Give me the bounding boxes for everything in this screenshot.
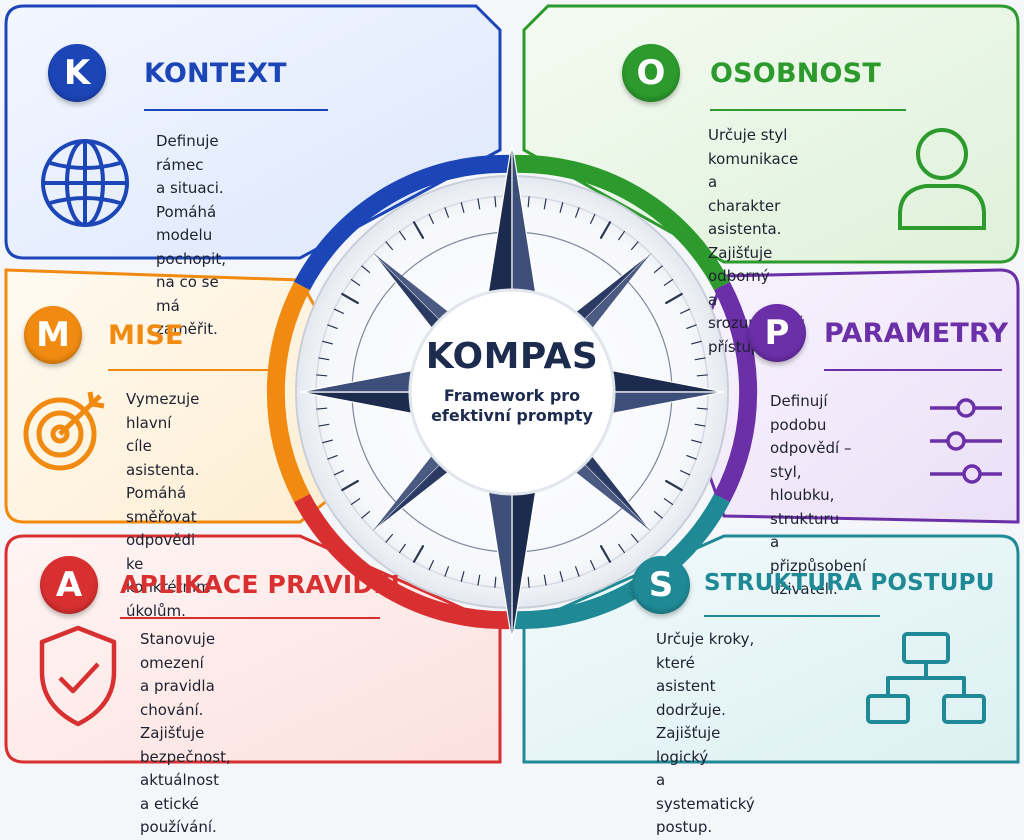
- dial-tick: [590, 213, 596, 225]
- dial-tick: [318, 423, 330, 427]
- dial-tick: [460, 202, 465, 213]
- text-mise: Vymezuje hlavní cíle asistenta. Pomáhá s…: [126, 390, 211, 620]
- globe-icon: [41, 139, 129, 227]
- dial-tick: [575, 207, 580, 218]
- panel-aplikace-bg: [4, 534, 502, 764]
- dial-tick: [460, 571, 465, 582]
- person-icon: [898, 128, 986, 230]
- dial-tick: [559, 202, 564, 213]
- dial-tick: [412, 221, 425, 239]
- badge-p: P: [748, 304, 806, 362]
- dial-tick: [428, 559, 434, 571]
- dial-tick: [679, 470, 691, 476]
- dial-tick: [477, 198, 481, 210]
- dial-tick: [527, 576, 530, 588]
- dial-tick: [494, 576, 497, 588]
- dial-tick: [653, 265, 663, 274]
- dial-tick: [694, 423, 706, 427]
- dial-tick: [316, 407, 328, 410]
- dial-tick: [341, 479, 359, 492]
- dial-tick: [327, 324, 338, 329]
- text-parametry: Definují podobu odpovědí – styl, hloubku…: [770, 392, 867, 598]
- title-struktura: STRUKTURA POSTUPU: [704, 570, 995, 596]
- dial-tick: [694, 357, 706, 361]
- dial-tick: [653, 510, 663, 519]
- dial-tick: [398, 543, 406, 554]
- dial-tick: [494, 196, 497, 208]
- dial-tick: [350, 498, 361, 506]
- text-aplikace: Stanovuje omezení a pravidla chování. Za…: [140, 630, 231, 836]
- dial-tick: [543, 198, 547, 210]
- badge-k: K: [48, 44, 106, 102]
- dial-tick: [543, 574, 547, 586]
- dial-tick: [316, 374, 328, 377]
- center-title: KOMPAS: [425, 336, 599, 377]
- dial-tick: [341, 292, 359, 305]
- dial-tick: [322, 439, 333, 444]
- text-struktura: Určuje kroky, které asistent dodržuje. Z…: [656, 630, 755, 836]
- badge-m: M: [24, 306, 82, 364]
- dial-tick: [477, 574, 481, 586]
- dial-tick: [618, 543, 626, 554]
- dial-tick: [361, 510, 371, 519]
- dial-tick: [599, 221, 612, 239]
- dial-tick: [322, 340, 333, 345]
- dial-tick: [590, 559, 596, 571]
- dial-tick: [691, 439, 702, 444]
- title-mise: MISE: [108, 320, 184, 351]
- dial-tick: [333, 308, 345, 314]
- dial-tick: [318, 357, 330, 361]
- dial-tick: [618, 230, 626, 241]
- compass-rose-icon: [299, 141, 725, 643]
- text-kontext: Definuje rámec a situaci. Pomáhá modelu …: [156, 132, 226, 338]
- dial-tick: [679, 308, 691, 314]
- dial-tick: [398, 230, 406, 241]
- dial-tick: [333, 470, 345, 476]
- sliders-icon: [930, 398, 1002, 484]
- dial-tick: [663, 278, 674, 286]
- dial-tick: [444, 566, 449, 577]
- dial-tick: [350, 278, 361, 286]
- dial-tick: [575, 566, 580, 577]
- dial-tick: [696, 374, 708, 377]
- divider-aplikace: [120, 617, 380, 619]
- divider-mise: [108, 369, 284, 371]
- dial-tick: [527, 196, 530, 208]
- title-kontext: KONTEXT: [144, 58, 287, 89]
- dial-tick: [663, 498, 674, 506]
- title-aplikace: APLIKACE PRAVIDEL: [120, 570, 407, 599]
- divider-osobnost: [710, 109, 906, 111]
- dial-tick: [686, 324, 697, 329]
- shield-check-icon: [39, 625, 117, 727]
- divider-parametry: [824, 369, 1002, 371]
- dial-tick: [630, 533, 639, 543]
- divider-kontext: [144, 109, 328, 111]
- divider-struktura: [704, 615, 880, 617]
- center-subtitle: Framework pro efektivní prompty: [431, 386, 593, 425]
- badge-a: A: [40, 556, 98, 614]
- dial-tick: [412, 545, 425, 563]
- dial-tick: [686, 455, 697, 460]
- dial-tick: [665, 292, 683, 305]
- dial-tick: [385, 533, 394, 543]
- dial-tick: [630, 241, 639, 251]
- dial-tick: [665, 479, 683, 492]
- flowchart-icon: [866, 632, 986, 724]
- dial-tick: [327, 455, 338, 460]
- dial-tick: [559, 571, 564, 582]
- dial-tick: [444, 207, 449, 218]
- dial-tick: [385, 241, 394, 251]
- badge-s: S: [632, 556, 690, 614]
- target-icon: [23, 391, 105, 471]
- dial-tick: [599, 545, 612, 563]
- dial-tick: [361, 265, 371, 274]
- dial-tick: [696, 407, 708, 410]
- dial-tick: [691, 340, 702, 345]
- badge-o: O: [622, 44, 680, 102]
- dial-tick: [428, 213, 434, 225]
- title-osobnost: OSOBNOST: [710, 58, 881, 89]
- title-parametry: PARAMETRY: [824, 318, 1009, 349]
